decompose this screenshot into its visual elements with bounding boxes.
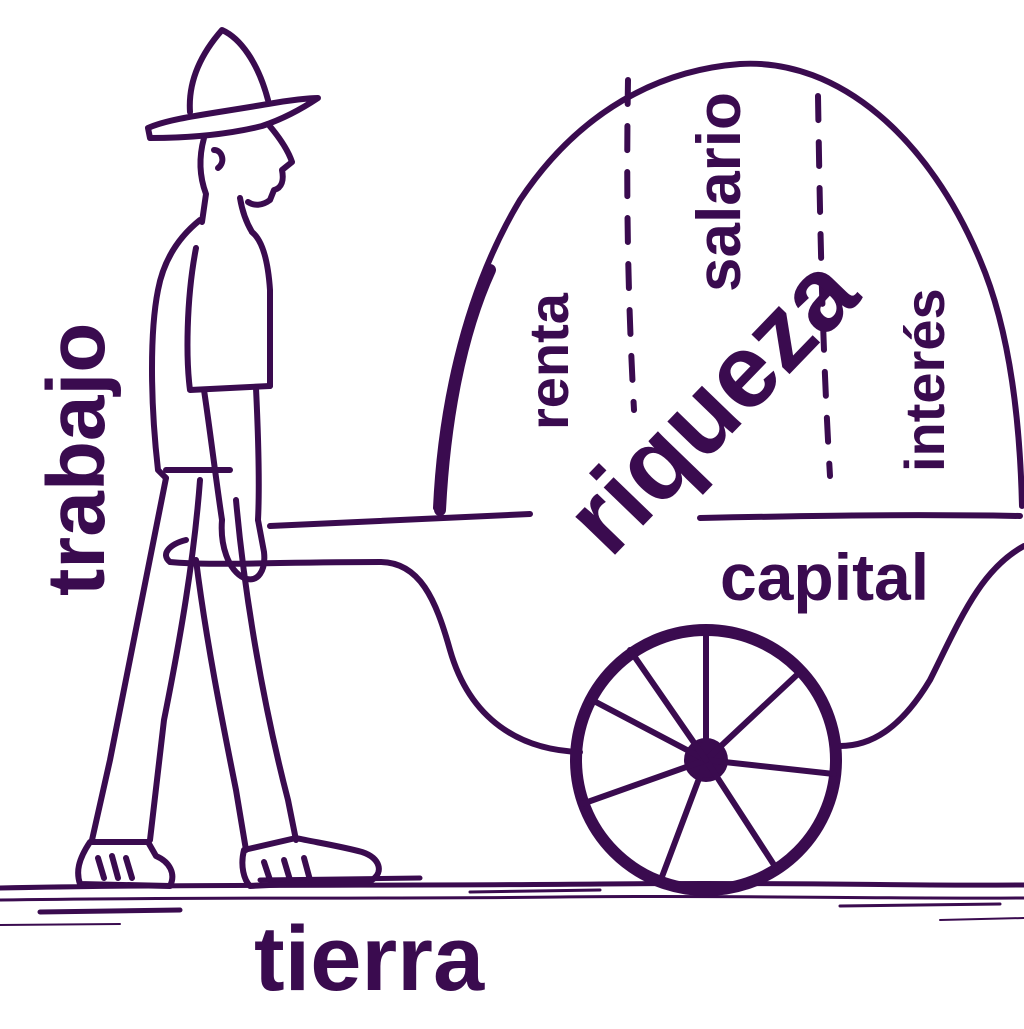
wheel-icon <box>570 624 842 896</box>
label-interes: interés <box>893 288 956 472</box>
label-tierra: tierra <box>254 908 485 1010</box>
ground-line <box>0 875 1024 926</box>
label-trabajo: trabajo <box>31 323 122 596</box>
wheelbarrow-icon <box>163 60 1024 755</box>
label-renta: renta <box>517 292 580 430</box>
man-walking-icon <box>75 27 382 889</box>
label-salario: salario <box>685 92 754 292</box>
label-capital: capital <box>720 540 929 614</box>
